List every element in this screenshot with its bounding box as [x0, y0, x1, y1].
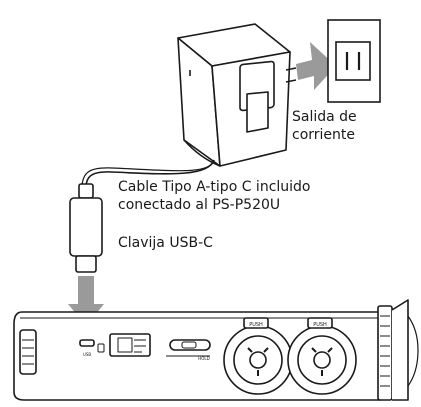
ac-adapter-icon	[177, 23, 297, 167]
usb-c-plug-icon	[69, 183, 103, 273]
hold-marking: HOLD	[198, 356, 209, 361]
outlet-label-line1: Salida de	[292, 109, 357, 125]
cable	[85, 159, 215, 189]
push-label-right: PUSH	[313, 322, 327, 328]
cable-label-line1: Cable Tipo A-tipo C incluido	[118, 179, 311, 195]
plug-label: Clavija USB-C	[118, 235, 213, 251]
arrow-to-outlet	[296, 42, 336, 90]
outlet-label: Salida de corriente	[292, 108, 357, 144]
cable-label-line2: conectado al PS-P520U	[118, 197, 281, 213]
outlet-label-line2: corriente	[292, 127, 356, 143]
push-label-left: PUSH	[249, 322, 263, 328]
recorder-device-icon	[13, 299, 419, 401]
cable-label: Cable Tipo A-tipo C incluido conectado a…	[118, 178, 311, 214]
usb-marking: USB	[83, 352, 91, 357]
wall-outlet-icon	[327, 19, 381, 103]
